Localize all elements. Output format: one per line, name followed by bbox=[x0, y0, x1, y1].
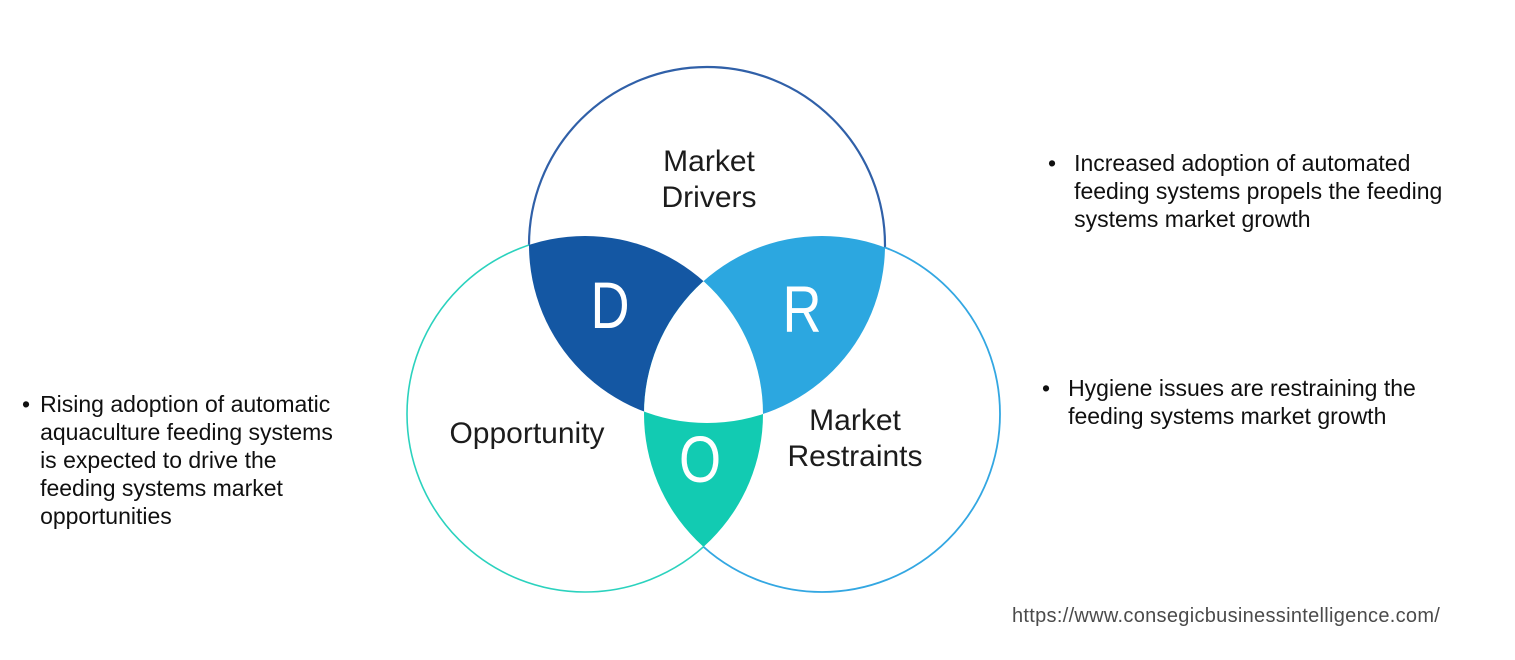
restraints-circle-outline bbox=[643, 235, 1001, 593]
drivers-circle-label: Market Drivers bbox=[661, 145, 757, 214]
opportunity-lens-letter: O bbox=[678, 422, 722, 496]
bullet-marker: • bbox=[22, 391, 31, 417]
restraints-circle-label: Market Restraints bbox=[787, 404, 923, 473]
opportunity-bullet-item: • Rising adoption of automatic aquacultu… bbox=[22, 390, 382, 530]
opportunity-circle-label: Opportunity bbox=[449, 417, 605, 450]
driver-bullet-text: Increased adoption of automated feeding … bbox=[1074, 150, 1443, 232]
driver-bullet-item: • Increased adoption of automated feedin… bbox=[1048, 149, 1488, 233]
restraint-bullet-text: Hygiene issues are restraining the feedi… bbox=[1068, 375, 1416, 429]
bullet-marker: • bbox=[1042, 375, 1051, 401]
opportunity-bullet-text: Rising adoption of automatic aquaculture… bbox=[40, 391, 333, 529]
restraints-lens-letter: R bbox=[782, 272, 822, 346]
restraint-bullet-item: • Hygiene issues are restraining the fee… bbox=[1042, 374, 1482, 430]
source-url: https://www.consegicbusinessintelligence… bbox=[1012, 605, 1441, 627]
opportunity-circle-outline bbox=[406, 235, 764, 593]
triple-intersection-region bbox=[644, 236, 763, 423]
bullet-marker: • bbox=[1048, 150, 1057, 176]
drivers-lens-letter: D bbox=[590, 268, 630, 342]
